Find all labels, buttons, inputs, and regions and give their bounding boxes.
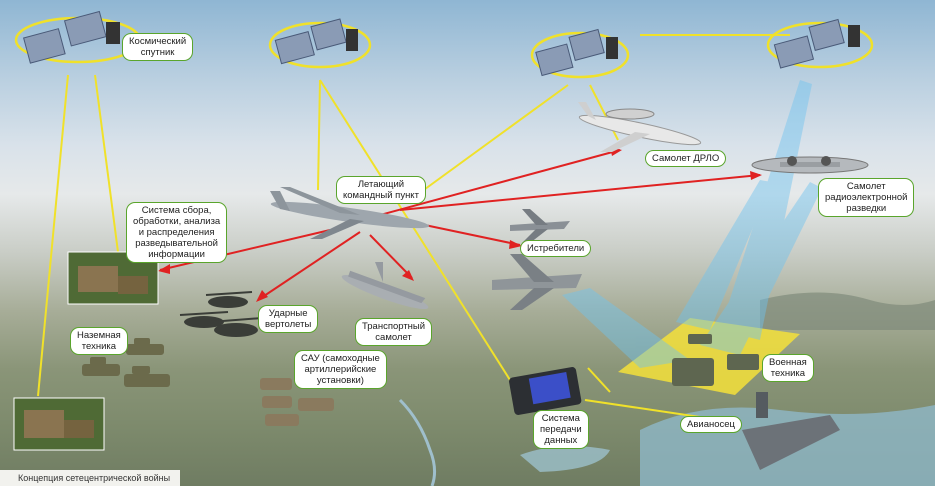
satellite-icon xyxy=(766,18,874,69)
recon-aircraft-icon xyxy=(751,156,869,174)
river xyxy=(398,398,437,486)
intel-station-photo xyxy=(13,397,105,451)
lake xyxy=(520,446,610,472)
mountain-ridge xyxy=(760,292,935,330)
caption-footer: Концепция сетецентрической войны xyxy=(0,470,180,486)
target-zone xyxy=(618,318,800,395)
fighter-jet-icon xyxy=(510,209,570,243)
data-terminal-icon xyxy=(509,367,582,415)
satellite-icon xyxy=(268,18,372,69)
command-links xyxy=(159,149,761,301)
command-post-aircraft-icon xyxy=(270,187,430,239)
transport-aircraft-icon xyxy=(341,262,429,310)
satellite-icon xyxy=(530,28,630,79)
aircraft-carrier-icon xyxy=(742,392,840,470)
sensor-beams xyxy=(562,80,822,368)
label-carrier: Авианосец xyxy=(680,416,742,433)
fighter-jet-icon xyxy=(492,254,582,310)
arrowheads xyxy=(158,147,762,302)
spg-icon xyxy=(260,378,334,426)
satellite-links xyxy=(37,34,790,421)
military-vehicle-icon xyxy=(672,334,759,386)
attack-helicopter-icon xyxy=(179,291,263,337)
tank-icon xyxy=(82,338,170,387)
awacs-aircraft-icon xyxy=(578,102,702,152)
label-fighters: Истребители xyxy=(520,240,592,257)
satellite-icon xyxy=(14,10,142,64)
label-awacs: Самолет ДРЛО xyxy=(645,150,727,167)
